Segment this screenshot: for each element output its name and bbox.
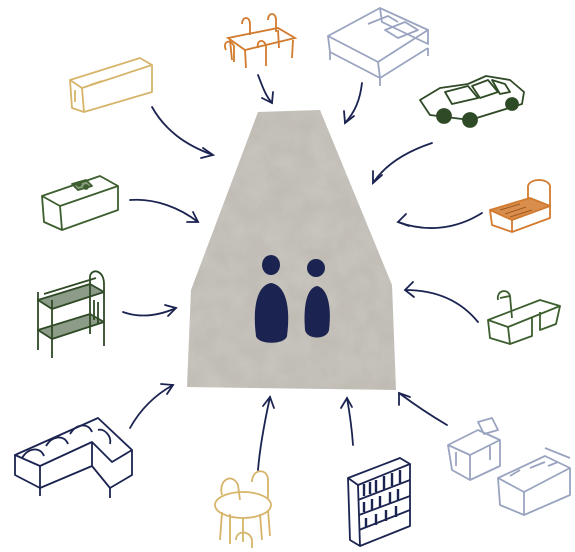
building-silhouette [187, 110, 396, 390]
double-bed-icon [328, 8, 428, 86]
sofa-armchair-icon [448, 418, 570, 515]
arrow-round-table [258, 397, 274, 470]
arrow-bookshelf [341, 398, 353, 445]
arrow-double-bed [344, 83, 362, 123]
single-bed-icon [490, 180, 550, 232]
kitchen-counter-icon [70, 58, 152, 112]
car-icon [420, 76, 524, 127]
arrow-sofa-armchair [399, 393, 447, 425]
arrow-dining-table [258, 75, 273, 103]
cooktop-icon [42, 176, 118, 230]
arrow-single-bed [398, 213, 482, 228]
bunk-bed-icon [38, 271, 104, 358]
bookshelf-icon [348, 458, 410, 546]
arrow-kitchen-counter [152, 107, 213, 158]
arrow-cooktop [130, 200, 198, 222]
corner-sofa-icon [15, 418, 132, 498]
desk-icon [488, 291, 560, 344]
dining-table-icon [225, 14, 295, 68]
arrow-bunk-bed [123, 305, 176, 316]
arrow-corner-sofa [130, 384, 173, 428]
arrow-car [373, 143, 432, 183]
arrow-desk [405, 282, 478, 322]
round-table-icon [215, 471, 271, 548]
